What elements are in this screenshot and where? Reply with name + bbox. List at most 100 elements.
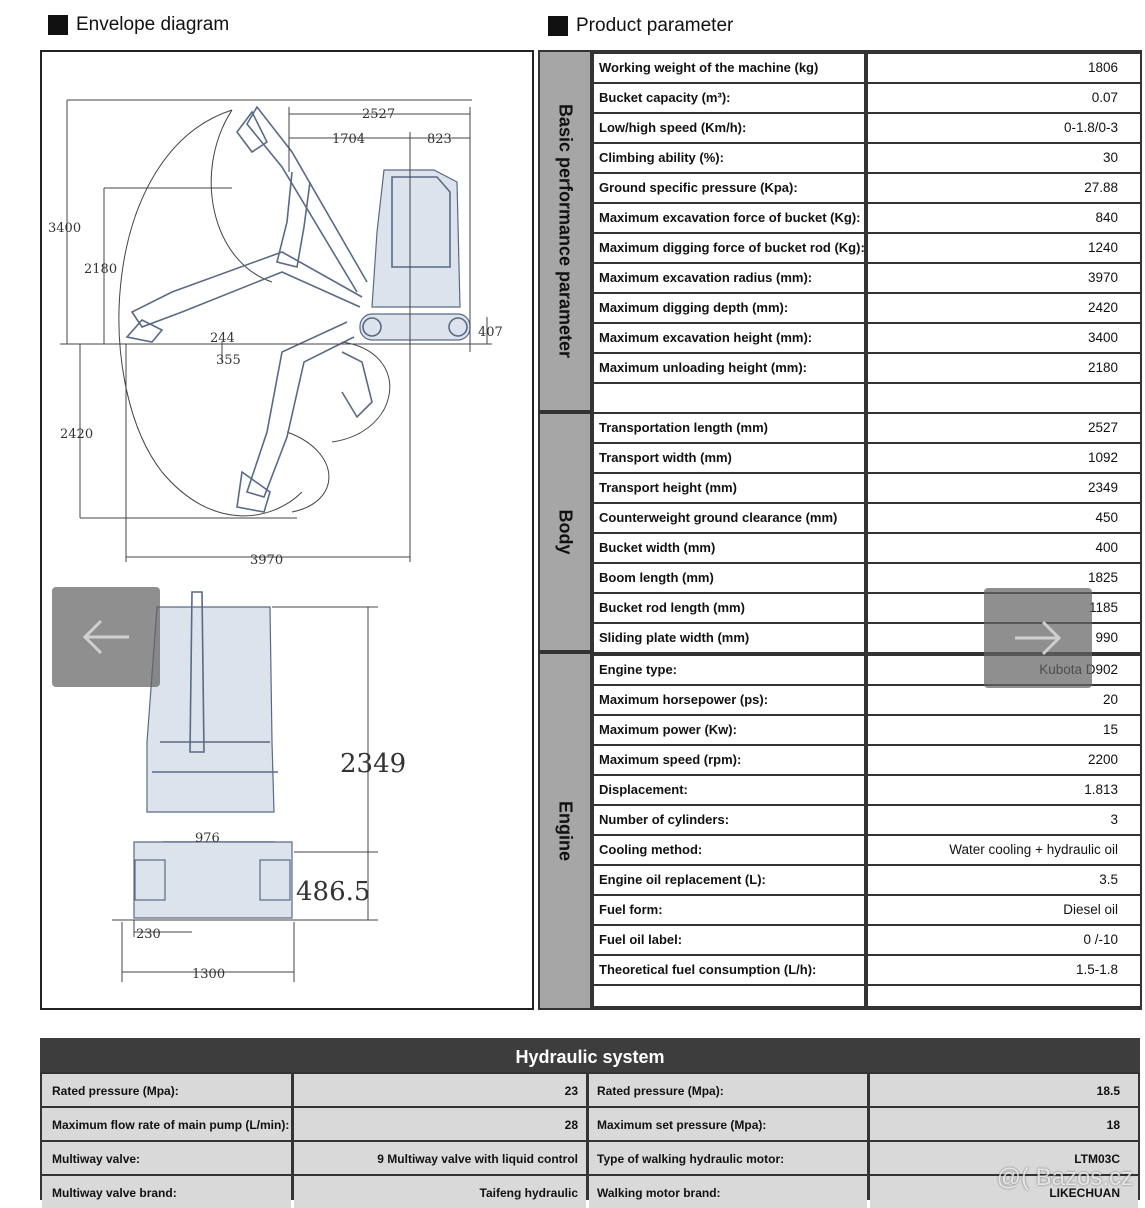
bucket-envelope-curve bbox=[286, 431, 330, 513]
param-value: 3970 bbox=[868, 264, 1140, 292]
param-value: 1806 bbox=[868, 54, 1140, 82]
param-row: Maximum power (Kw):15 bbox=[594, 716, 1140, 744]
arrow-left-icon bbox=[82, 619, 129, 655]
param-name: Maximum horsepower (ps): bbox=[594, 686, 864, 714]
param-row-empty bbox=[594, 384, 1140, 412]
hyd-right-name: Walking motor brand: bbox=[589, 1176, 867, 1208]
param-value: 20 bbox=[868, 686, 1140, 714]
param-name: Transport height (mm) bbox=[594, 474, 864, 502]
param-name: Maximum excavation height (mm): bbox=[594, 324, 864, 352]
param-name: Bucket capacity (m³): bbox=[594, 84, 864, 112]
param-value: 2420 bbox=[868, 294, 1140, 322]
group-body: Body Transportation length (mm)2527 Tran… bbox=[540, 414, 1140, 652]
hyd-right-name: Rated pressure (Mpa): bbox=[589, 1074, 867, 1106]
param-value: 30 bbox=[868, 144, 1140, 172]
param-value: Water cooling + hydraulic oil bbox=[868, 836, 1140, 864]
hydraulic-system-title: Hydraulic system bbox=[40, 1038, 1140, 1072]
hyd-left-name: Rated pressure (Mpa): bbox=[42, 1074, 291, 1106]
hyd-right-value: 18.5 bbox=[870, 1074, 1138, 1106]
watermark: @( Bazos.cz bbox=[996, 1164, 1133, 1191]
param-value: 0-1.8/0-3 bbox=[868, 114, 1140, 142]
bucket-shape bbox=[125, 319, 164, 343]
envelope-curve bbox=[118, 109, 303, 517]
param-name: Number of cylinders: bbox=[594, 806, 864, 834]
hyd-left-value: 9 Multiway valve with liquid control bbox=[294, 1142, 586, 1174]
param-row-empty bbox=[594, 986, 1140, 1006]
param-row: Maximum digging force of bucket rod (Kg)… bbox=[594, 234, 1140, 262]
group-label-cell: Body bbox=[540, 414, 592, 650]
param-name: Fuel oil label: bbox=[594, 926, 864, 954]
param-name: Maximum digging force of bucket rod (Kg)… bbox=[594, 234, 864, 262]
dim-230: 230 bbox=[136, 927, 161, 942]
group-label-cell: Engine bbox=[540, 654, 592, 1008]
hydraulic-row: Multiway valve: 9 Multiway valve with li… bbox=[40, 1142, 1140, 1174]
param-name: Displacement: bbox=[594, 776, 864, 804]
arrow-right-icon bbox=[1015, 620, 1062, 656]
group-basic-performance: Basic performance parameter Working weig… bbox=[540, 52, 1140, 412]
dim-355: 355 bbox=[216, 353, 241, 368]
previous-image-button[interactable] bbox=[52, 587, 160, 687]
lower-envelope-curve bbox=[331, 341, 391, 443]
dim-976: 976 bbox=[195, 831, 220, 846]
param-name: Low/high speed (Km/h): bbox=[594, 114, 864, 142]
param-name: Fuel form: bbox=[594, 896, 864, 924]
cab-shape bbox=[371, 169, 461, 308]
front-view-blade bbox=[133, 841, 293, 919]
param-row: Theoretical fuel consumption (L/h):1.5-1… bbox=[594, 956, 1140, 984]
param-name: Maximum excavation force of bucket (Kg): bbox=[594, 204, 864, 232]
next-image-button[interactable] bbox=[984, 588, 1092, 688]
param-name: Cooling method: bbox=[594, 836, 864, 864]
dim-1300: 1300 bbox=[192, 967, 225, 982]
param-name: Ground specific pressure (Kpa): bbox=[594, 174, 864, 202]
param-name: Theoretical fuel consumption (L/h): bbox=[594, 956, 864, 984]
param-row: Maximum excavation radius (mm):3970 bbox=[594, 264, 1140, 292]
param-name: Maximum unloading height (mm): bbox=[594, 354, 864, 382]
param-row: Maximum digging depth (mm):2420 bbox=[594, 294, 1140, 322]
param-row: Maximum horsepower (ps):20 bbox=[594, 686, 1140, 714]
param-row: Boom length (mm)1825 bbox=[594, 564, 1140, 592]
param-name: Bucket width (mm) bbox=[594, 534, 864, 562]
param-row: Low/high speed (Km/h):0-1.8/0-3 bbox=[594, 114, 1140, 142]
hydraulic-row: Maximum flow rate of main pump (L/min): … bbox=[40, 1108, 1140, 1140]
dim-823: 823 bbox=[427, 132, 452, 147]
hyd-left-name: Multiway valve: bbox=[42, 1142, 291, 1174]
envelope-diagram-title: Envelope diagram bbox=[76, 14, 230, 35]
param-value: 0.07 bbox=[868, 84, 1140, 112]
param-name bbox=[594, 384, 864, 412]
hyd-left-value: 23 bbox=[294, 1074, 586, 1106]
param-name: Maximum speed (rpm): bbox=[594, 746, 864, 774]
param-row: Maximum excavation height (mm):3400 bbox=[594, 324, 1140, 352]
boom-horizontal bbox=[130, 251, 363, 328]
param-name: Engine oil replacement (L): bbox=[594, 866, 864, 894]
param-name: Bucket rod length (mm) bbox=[594, 594, 864, 622]
param-row: Ground specific pressure (Kpa):27.88 bbox=[594, 174, 1140, 202]
hyd-left-name: Multiway valve brand: bbox=[42, 1176, 291, 1208]
param-name: Maximum excavation radius (mm): bbox=[594, 264, 864, 292]
boom-down bbox=[245, 321, 355, 498]
hyd-right-name: Type of walking hydraulic motor: bbox=[589, 1142, 867, 1174]
param-value: 3.5 bbox=[868, 866, 1140, 894]
param-value: 1825 bbox=[868, 564, 1140, 592]
param-row: Transport width (mm)1092 bbox=[594, 444, 1140, 472]
param-value: 3400 bbox=[868, 324, 1140, 352]
param-row: Number of cylinders:3 bbox=[594, 806, 1140, 834]
group-label: Basic performance parameter bbox=[555, 103, 576, 359]
hyd-right-value: LTM03C bbox=[870, 1142, 1138, 1174]
param-name: Maximum digging depth (mm): bbox=[594, 294, 864, 322]
dim-3970: 3970 bbox=[250, 553, 283, 568]
param-name: Transport width (mm) bbox=[594, 444, 864, 472]
front-view-boom bbox=[189, 591, 205, 753]
hyd-left-name: Maximum flow rate of main pump (L/min): bbox=[42, 1108, 291, 1140]
param-row: Engine oil replacement (L):3.5 bbox=[594, 866, 1140, 894]
param-value: 1240 bbox=[868, 234, 1140, 262]
dim-1704: 1704 bbox=[332, 132, 365, 147]
param-name: Engine type: bbox=[594, 656, 864, 684]
param-value: 2527 bbox=[868, 414, 1140, 442]
param-name bbox=[594, 986, 864, 1006]
hydraulic-row: Multiway valve brand: Taifeng hydraulic … bbox=[40, 1176, 1140, 1208]
param-value: 2349 bbox=[868, 474, 1140, 502]
boom-upper bbox=[246, 105, 368, 293]
param-name: Counterweight ground clearance (mm) bbox=[594, 504, 864, 532]
param-value: 840 bbox=[868, 204, 1140, 232]
dim-244: 244 bbox=[210, 331, 235, 346]
